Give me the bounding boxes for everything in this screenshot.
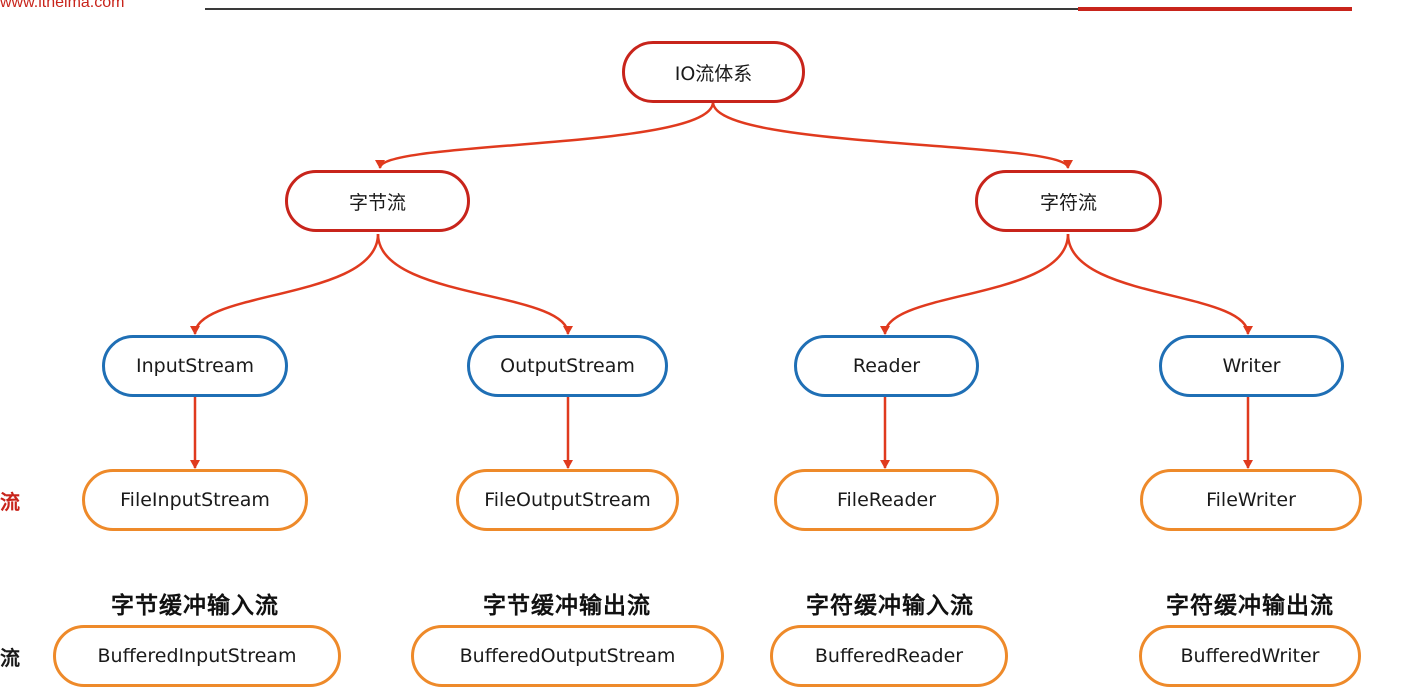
node-fileinputstream: FileInputStream <box>82 469 308 531</box>
node-byte-stream: 字节流 <box>285 170 470 232</box>
node-bufferedoutputstream: BufferedOutputStream <box>411 625 724 687</box>
caption-char-buffered-input: 字符缓冲输入流 <box>806 593 974 619</box>
edge-root-charstream <box>711 101 1073 169</box>
edge-bytestream-inputstream <box>190 233 380 335</box>
node-io-system: IO流体系 <box>622 41 805 103</box>
side-label-basic: 流 <box>0 490 20 514</box>
edge-charstream-reader <box>880 233 1070 335</box>
node-bufferedwriter: BufferedWriter <box>1139 625 1361 687</box>
node-filereader: FileReader <box>774 469 999 531</box>
side-label-buffered: 流 <box>0 646 20 670</box>
edge-charstream-writer <box>1066 233 1253 335</box>
node-writer: Writer <box>1159 335 1344 397</box>
node-outputstream: OutputStream <box>467 335 668 397</box>
node-inputstream: InputStream <box>102 335 288 397</box>
edge-root-bytestream <box>375 101 715 169</box>
node-fileoutputstream: FileOutputStream <box>456 469 679 531</box>
caption-char-buffered-output: 字符缓冲输出流 <box>1166 593 1334 619</box>
caption-byte-buffered-input: 字节缓冲输入流 <box>111 593 279 619</box>
caption-byte-buffered-output: 字节缓冲输出流 <box>483 593 651 619</box>
header-divider <box>205 8 1352 10</box>
edge-bytestream-outputstream <box>376 233 573 335</box>
node-filewriter: FileWriter <box>1140 469 1362 531</box>
site-url[interactable]: www.itheima.com <box>0 0 125 11</box>
node-bufferedreader: BufferedReader <box>770 625 1008 687</box>
node-bufferedinputstream: BufferedInputStream <box>53 625 341 687</box>
node-char-stream: 字符流 <box>975 170 1162 232</box>
node-reader: Reader <box>794 335 979 397</box>
header-accent-bar <box>1078 7 1352 11</box>
